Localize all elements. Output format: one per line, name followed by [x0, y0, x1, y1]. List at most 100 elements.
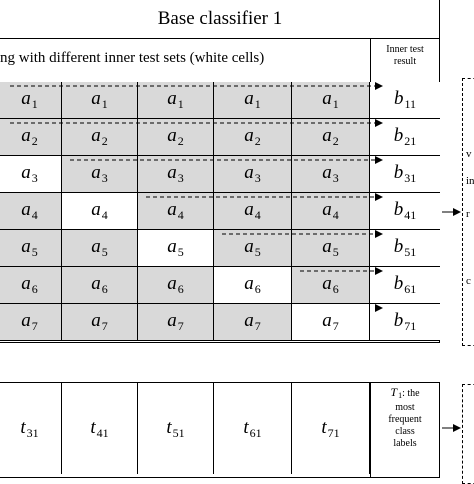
grid-cell: a1 [0, 82, 62, 119]
grid-cell: a6 [0, 267, 62, 304]
grid-cell: a2 [62, 119, 138, 156]
page-title: Base classifier 1 [157, 8, 283, 29]
cell-symbol: a5 [21, 236, 38, 259]
result-symbol: b31 [393, 162, 417, 185]
header-left-label: ng with different inner test sets (white… [0, 50, 265, 66]
cell-symbol: a3 [91, 162, 108, 185]
next-stage-box [462, 78, 474, 346]
grid-cell: a5 [214, 230, 292, 267]
cell-symbol: a4 [167, 199, 184, 222]
t1-line3: frequent [388, 414, 422, 425]
cell-symbol: a6 [322, 273, 339, 296]
cell-symbol: a7 [91, 310, 108, 333]
cell-symbol: a3 [322, 162, 339, 185]
grid-cell: a6 [138, 267, 214, 304]
cell-symbol: a2 [167, 125, 184, 148]
result-symbol: b11 [393, 88, 417, 111]
cell-symbol: a2 [91, 125, 108, 148]
grid-cell: a2 [214, 119, 292, 156]
grid-cell: a3 [214, 156, 292, 193]
fragment-c: c [466, 275, 471, 287]
grid-cell: a4 [0, 193, 62, 230]
bottom-next-box [462, 384, 474, 484]
grid-cell: a1 [292, 82, 370, 119]
t1-label: T1: the most frequent class labels [372, 386, 438, 450]
cell-symbol: a1 [244, 88, 261, 111]
cell-symbol: a4 [244, 199, 261, 222]
t1-line5: labels [393, 438, 417, 449]
cell-symbol: a5 [322, 236, 339, 259]
cell-symbol: a3 [21, 162, 38, 185]
bottom-cell: t31 [0, 383, 62, 474]
grid-cell: a3 [292, 156, 370, 193]
cell-symbol: a5 [167, 236, 184, 259]
grid-cell: a5 [138, 230, 214, 267]
t1-line2: most [395, 402, 415, 413]
arrow-overlay [10, 82, 461, 432]
cell-symbol: a7 [322, 310, 339, 333]
fragment-in: in [466, 175, 474, 187]
t1-symbol: T1 [390, 385, 403, 400]
cell-symbol: a1 [21, 88, 38, 111]
grid-cell: a7 [138, 304, 214, 341]
t1-line4: class [395, 426, 415, 437]
cell-symbol: a7 [167, 310, 184, 333]
result-symbol: b51 [393, 236, 417, 259]
grid-cell: a6 [62, 267, 138, 304]
cell-symbol: a3 [167, 162, 184, 185]
t1-line1: T1: the [390, 385, 420, 400]
fragment-r: r [466, 208, 470, 220]
bottom-cell: t41 [62, 383, 138, 474]
bottom-symbol: t61 [243, 416, 262, 440]
cell-symbol: a1 [91, 88, 108, 111]
grid-cell: a7 [0, 304, 62, 341]
bottom-symbol: t71 [321, 416, 340, 440]
grid-cell: a1 [214, 82, 292, 119]
header-right-label: Inner test result [371, 44, 439, 68]
result-symbol: b21 [393, 125, 417, 148]
grid-cell: a2 [292, 119, 370, 156]
cell-symbol: a5 [91, 236, 108, 259]
grid-cell: a4 [138, 193, 214, 230]
grid-cell: a5 [292, 230, 370, 267]
cell-symbol: a4 [91, 199, 108, 222]
cell-symbol: a6 [21, 273, 38, 296]
grid-cell: a1 [138, 82, 214, 119]
grid-cell: a6 [292, 267, 370, 304]
cell-symbol: a4 [21, 199, 38, 222]
cell-symbol: a5 [244, 236, 261, 259]
cell-symbol: a6 [91, 273, 108, 296]
header-right-line2: result [393, 56, 417, 67]
cell-symbol: a4 [322, 199, 339, 222]
grid-cell: a1 [62, 82, 138, 119]
grid-cell: a4 [292, 193, 370, 230]
bottom-cell: t51 [138, 383, 214, 474]
grid-cell: a7 [62, 304, 138, 341]
fragment-v: v [466, 148, 472, 160]
t1-cell-divider [370, 382, 371, 478]
grid-cell: a2 [138, 119, 214, 156]
cell-symbol: a2 [322, 125, 339, 148]
grid-cell: a6 [214, 267, 292, 304]
result-symbol: b41 [393, 199, 417, 222]
cell-symbol: a3 [244, 162, 261, 185]
bottom-cell: t71 [292, 383, 370, 474]
grid-cell: a7 [292, 304, 370, 341]
cell-symbol: a1 [322, 88, 339, 111]
header-col-divider [370, 38, 371, 82]
cell-symbol: a2 [244, 125, 261, 148]
grid-cell: a4 [62, 193, 138, 230]
result-cell: b31 [370, 156, 440, 193]
header-right-line1: Inner test [386, 44, 424, 55]
title-divider [0, 38, 440, 39]
cell-symbol: a7 [21, 310, 38, 333]
grid-cell: a2 [0, 119, 62, 156]
grid-cell: a3 [138, 156, 214, 193]
grid-cell: a3 [0, 156, 62, 193]
cell-symbol: a7 [244, 310, 261, 333]
result-symbol: b71 [393, 310, 417, 333]
cell-symbol: a6 [244, 273, 261, 296]
grid-cell: a3 [62, 156, 138, 193]
bottom-symbol: t31 [20, 416, 39, 440]
bottom-symbol: t41 [90, 416, 109, 440]
